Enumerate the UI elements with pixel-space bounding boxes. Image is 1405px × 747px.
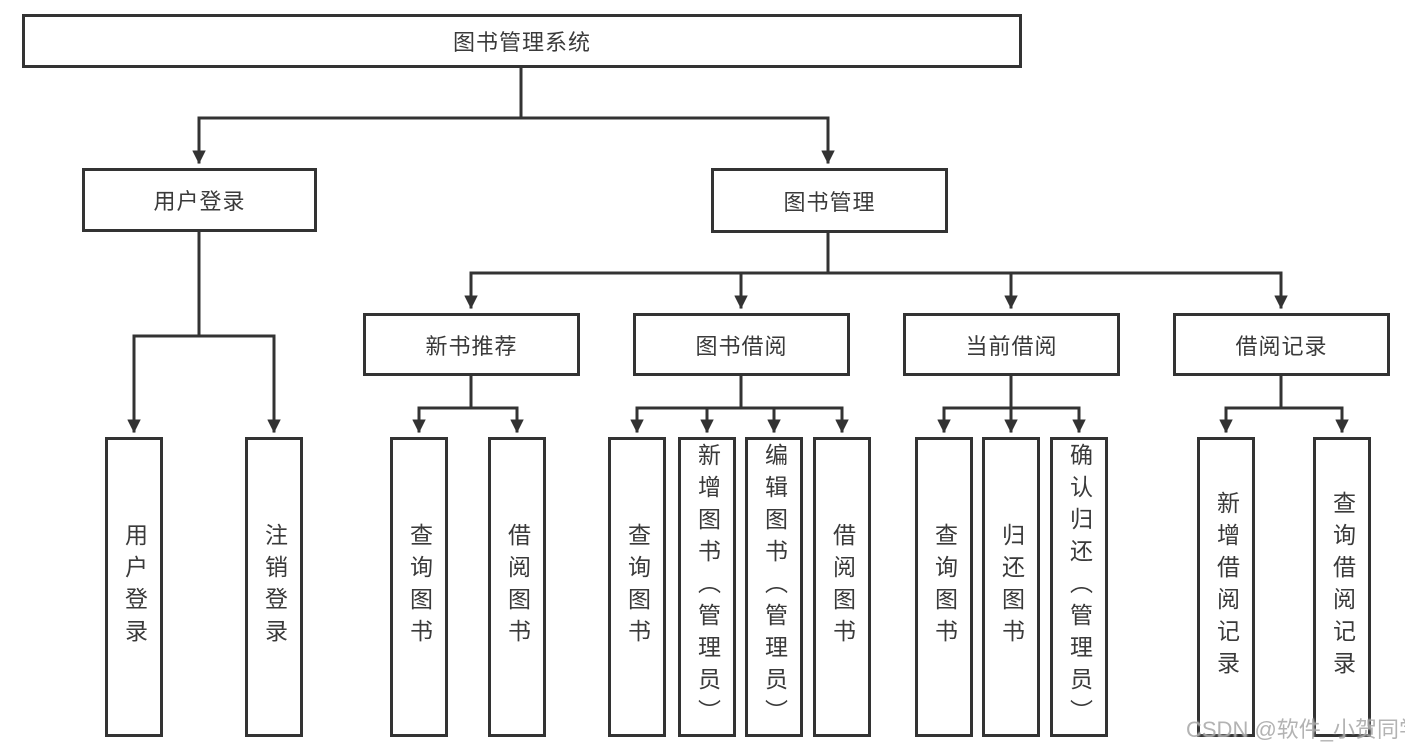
node-book-management-label: 图书管理 — [783, 189, 876, 215]
leaf-records-query-borrow-record-label: 查询借阅记录 — [1329, 491, 1356, 683]
leaf-records-add-borrow-record: 新增借阅记录 — [1197, 437, 1255, 737]
node-new-book-recommendation: 新书推荐 — [363, 313, 580, 376]
node-current-borrowing-label: 当前借阅 — [965, 333, 1058, 359]
leaf-logout-label: 注销登录 — [261, 523, 288, 651]
node-book-management: 图书管理 — [711, 168, 948, 233]
node-book-borrowing-label: 图书借阅 — [695, 333, 788, 359]
leaf-borrowing-add-books-admin: 新增图书（管理员） — [678, 437, 736, 737]
leaf-borrowing-edit-books-admin: 编辑图书（管理员） — [745, 437, 803, 737]
node-book-borrowing: 图书借阅 — [633, 313, 850, 376]
leaf-user-login: 用户登录 — [105, 437, 163, 737]
node-borrowing-records-label: 借阅记录 — [1235, 333, 1328, 359]
leaf-user-login-label: 用户登录 — [121, 523, 148, 651]
leaf-current-confirm-return-admin-label: 确认归还（管理员） — [1066, 443, 1093, 731]
leaf-borrowing-query-books: 查询图书 — [608, 437, 666, 737]
node-current-borrowing: 当前借阅 — [903, 313, 1120, 376]
leaf-records-add-borrow-record-label: 新增借阅记录 — [1213, 491, 1240, 683]
leaf-borrowing-borrow-books: 借阅图书 — [813, 437, 871, 737]
leaf-current-return-books-label: 归还图书 — [998, 523, 1025, 651]
node-borrowing-records: 借阅记录 — [1173, 313, 1390, 376]
node-user-login: 用户登录 — [82, 168, 317, 232]
leaf-recommend-borrow-books-label: 借阅图书 — [504, 523, 531, 651]
leaf-current-query-books: 查询图书 — [915, 437, 973, 737]
leaf-current-confirm-return-admin: 确认归还（管理员） — [1050, 437, 1108, 737]
leaf-borrowing-query-books-label: 查询图书 — [624, 523, 651, 651]
node-library-management-system-label: 图书管理系统 — [452, 30, 591, 55]
leaf-recommend-query-books-label: 查询图书 — [406, 523, 433, 651]
leaf-recommend-borrow-books: 借阅图书 — [488, 437, 546, 737]
leaf-current-return-books: 归还图书 — [982, 437, 1040, 737]
leaf-borrowing-edit-books-admin-label: 编辑图书（管理员） — [761, 443, 788, 731]
csdn-watermark: CSDN @软件_小贺同学 — [1186, 717, 1405, 742]
node-library-management-system: 图书管理系统 — [22, 14, 1022, 68]
node-user-login-label: 用户登录 — [153, 189, 246, 214]
node-new-book-recommendation-label: 新书推荐 — [425, 333, 518, 359]
leaf-logout: 注销登录 — [245, 437, 303, 737]
leaf-borrowing-borrow-books-label: 借阅图书 — [829, 523, 856, 651]
leaf-borrowing-add-books-admin-label: 新增图书（管理员） — [694, 443, 721, 731]
leaf-records-query-borrow-record: 查询借阅记录 — [1313, 437, 1371, 737]
leaf-current-query-books-label: 查询图书 — [931, 523, 958, 651]
leaf-recommend-query-books: 查询图书 — [390, 437, 448, 737]
